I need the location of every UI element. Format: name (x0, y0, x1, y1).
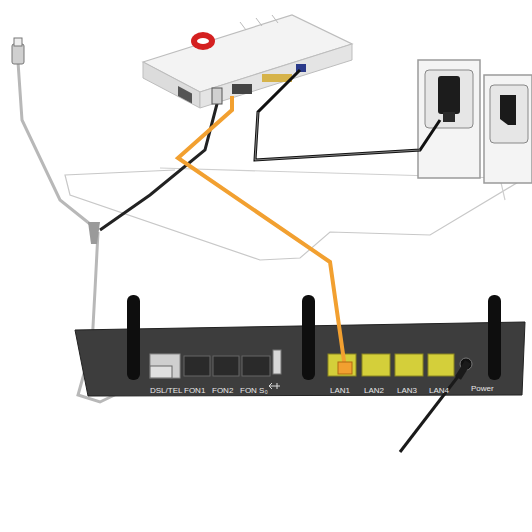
port-label: FON1 (184, 386, 205, 395)
phone-wire (65, 170, 530, 260)
dsl-plug (150, 366, 172, 378)
dsl-modem (143, 15, 352, 108)
port-label: Power (471, 384, 494, 393)
lan-plug (338, 362, 352, 374)
port-label: LAN1 (330, 386, 350, 395)
port-label: FON S₀ (240, 386, 268, 395)
wall-sockets (418, 60, 532, 183)
port-label: DSL/TEL (150, 386, 182, 395)
router-power-cable (400, 370, 463, 452)
port-label: LAN2 (364, 386, 384, 395)
port-label: FON2 (212, 386, 233, 395)
port-label: LAN3 (397, 386, 417, 395)
power-plug (458, 362, 468, 378)
power-cable (255, 70, 440, 160)
router (75, 295, 525, 396)
lan-cable (178, 96, 345, 368)
port-label: LAN4 (429, 386, 449, 395)
